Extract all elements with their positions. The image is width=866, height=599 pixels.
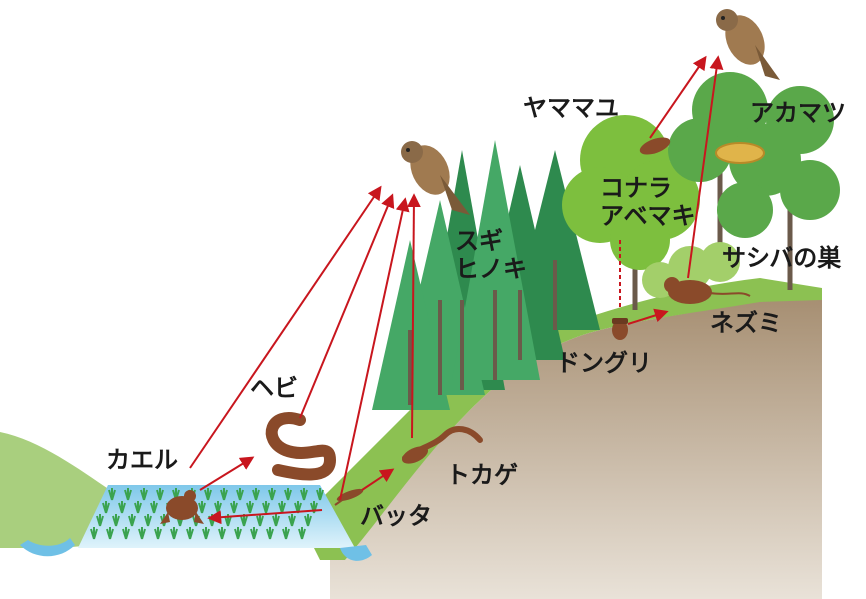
rice-seedling bbox=[150, 501, 158, 514]
rice-seedling bbox=[204, 488, 212, 501]
rice-seedling bbox=[266, 527, 274, 540]
rice-seedling bbox=[220, 488, 228, 501]
rice-seedling bbox=[250, 527, 258, 540]
label-abemaki: アベマキ bbox=[600, 201, 696, 230]
arrow-lizard-to-hawk bbox=[406, 193, 421, 439]
rice-seedling bbox=[288, 514, 296, 527]
rice-seedling bbox=[230, 501, 238, 514]
label-frog: カエル bbox=[106, 446, 178, 474]
right-ditch bbox=[340, 545, 372, 561]
mouse-icon bbox=[664, 277, 751, 304]
rice-seedling bbox=[156, 488, 164, 501]
label-snake: ヘビ bbox=[250, 374, 298, 402]
rice-seedling bbox=[272, 514, 280, 527]
rice-seedling bbox=[154, 527, 162, 540]
arrow-grasshopper-to-frog bbox=[207, 509, 323, 525]
label-akamatsu: アカマツ bbox=[750, 99, 846, 127]
rice-seedling bbox=[140, 488, 148, 501]
grasshopper-icon bbox=[334, 488, 364, 506]
rice-seedling bbox=[236, 488, 244, 501]
label-cypress: ヒノキ bbox=[455, 254, 527, 283]
rice-seedling bbox=[298, 527, 306, 540]
arrow-acorn-to-mouse bbox=[627, 308, 669, 325]
hawk-forest-icon bbox=[401, 141, 470, 215]
left-bank bbox=[0, 432, 110, 548]
rice-seedling bbox=[300, 488, 308, 501]
frog-icon bbox=[160, 490, 204, 524]
nest-icon bbox=[715, 142, 765, 164]
arrow-snake-to-hawk bbox=[299, 193, 395, 419]
rice-seedling bbox=[284, 488, 292, 501]
arrow-yamamayu-to-hawk bbox=[649, 55, 707, 139]
rice-seedling bbox=[118, 501, 126, 514]
rice-seedling bbox=[128, 514, 136, 527]
rice-seedling bbox=[144, 514, 152, 527]
label-yamamayu: ヤママユ bbox=[523, 94, 619, 122]
lizard-icon bbox=[401, 426, 483, 464]
rice-seedling bbox=[256, 514, 264, 527]
acorn-icon bbox=[612, 318, 628, 340]
rice-seedling bbox=[316, 488, 324, 501]
rice-seedling bbox=[186, 527, 194, 540]
rice-seedling bbox=[90, 527, 98, 540]
rice-seedling bbox=[124, 488, 132, 501]
label-acorn: ドングリ bbox=[556, 349, 652, 377]
label-cedar-cypress: スギ ヒノキ bbox=[455, 227, 527, 283]
label-mouse: ネズミ bbox=[710, 309, 782, 337]
rice-seedling bbox=[304, 514, 312, 527]
rice-seedling bbox=[102, 501, 110, 514]
rice-seedling bbox=[234, 527, 242, 540]
rice-seedling bbox=[134, 501, 142, 514]
rice-seedling bbox=[218, 527, 226, 540]
yamamayu-cocoon-icon bbox=[639, 137, 671, 155]
label-lizard: トカゲ bbox=[446, 461, 518, 489]
arrow-mouse-to-hawk bbox=[687, 55, 724, 279]
label-grasshopper: バッタ bbox=[360, 502, 432, 530]
rice-seedling bbox=[170, 527, 178, 540]
rice-seedling bbox=[268, 488, 276, 501]
rice-seedling bbox=[122, 527, 130, 540]
left-ditch bbox=[20, 538, 75, 557]
grassy-slope bbox=[300, 278, 822, 560]
rice-seedling bbox=[278, 501, 286, 514]
rice-seedling bbox=[96, 514, 104, 527]
conifer-forest bbox=[372, 140, 600, 410]
food-web-arrows bbox=[189, 55, 724, 525]
rice-seedlings bbox=[90, 488, 324, 540]
rice-seedling bbox=[252, 488, 260, 501]
label-konara: コナラ bbox=[600, 174, 672, 202]
broadleaf-trees bbox=[562, 72, 840, 310]
rice-seedling bbox=[202, 527, 210, 540]
rice-seedling bbox=[246, 501, 254, 514]
rice-seedling bbox=[106, 527, 114, 540]
shrubs bbox=[642, 242, 740, 298]
rice-seedling bbox=[198, 501, 206, 514]
rice-seedling bbox=[112, 514, 120, 527]
hawk-treetop-icon bbox=[716, 9, 780, 80]
arrow-grasshopper-to-lizard bbox=[361, 468, 395, 491]
label-konara-abemaki: コナラ アベマキ bbox=[600, 174, 696, 230]
rice-seedling bbox=[108, 488, 116, 501]
label-cedar: スギ bbox=[455, 227, 503, 255]
arrow-frog-to-hawk bbox=[189, 185, 382, 469]
arrow-frog-to-snake bbox=[199, 456, 255, 491]
label-nest: サシバの巣 bbox=[722, 244, 842, 272]
arrow-grasshopper-to-hawk bbox=[339, 197, 410, 501]
rice-seedling bbox=[282, 527, 290, 540]
snake-icon bbox=[265, 412, 337, 481]
rice-seedling bbox=[138, 527, 146, 540]
rice-seedling bbox=[262, 501, 270, 514]
soil-hill bbox=[330, 292, 822, 599]
